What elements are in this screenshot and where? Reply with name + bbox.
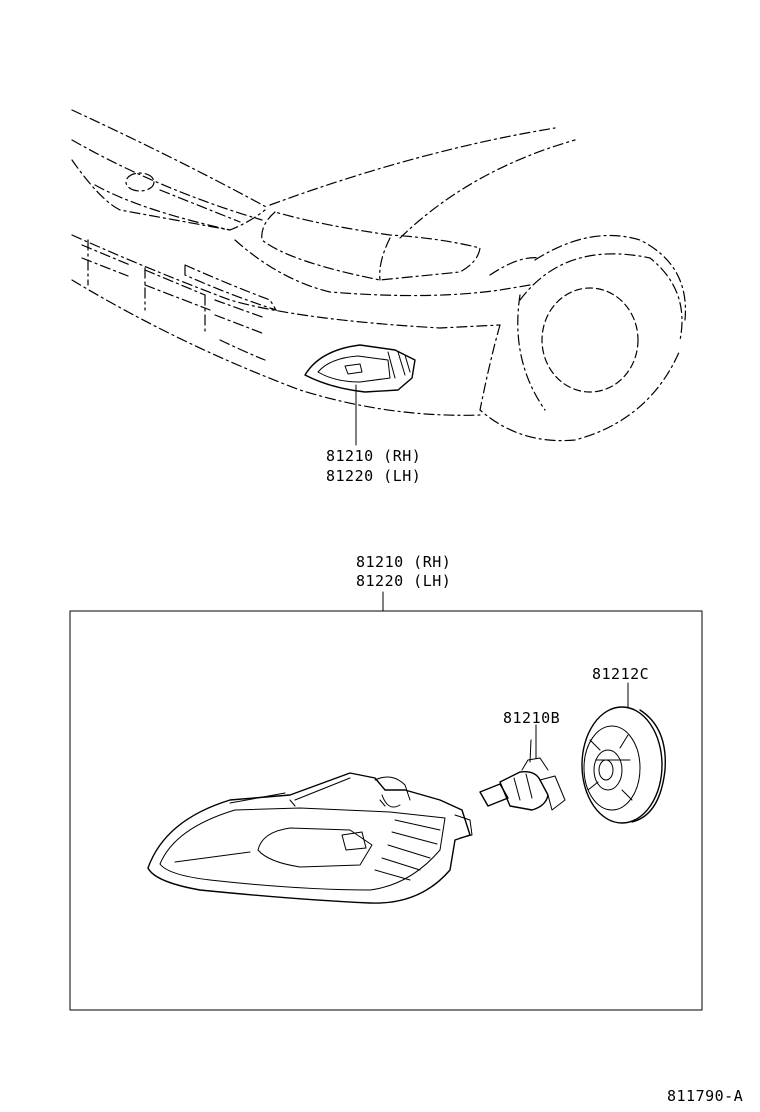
car-front-illustration [71, 109, 687, 446]
car-callout-lh: 81220 (LH) [326, 467, 421, 485]
bulb [479, 739, 566, 811]
fog-lamp-in-bumper [304, 344, 416, 393]
socket-part-number: 81212C [592, 665, 649, 683]
assembly-callout-rh: 81210 (RH) [356, 553, 451, 571]
bulb-part-number: 81210B [503, 709, 560, 727]
socket [581, 706, 666, 824]
car-callout-rh: 81210 (RH) [326, 447, 421, 465]
assembly-callout-lh: 81220 (LH) [356, 572, 451, 590]
figure-id: 811790-A [667, 1087, 743, 1105]
fog-lamp-housing [147, 772, 473, 904]
assembly-frame [69, 610, 703, 1011]
